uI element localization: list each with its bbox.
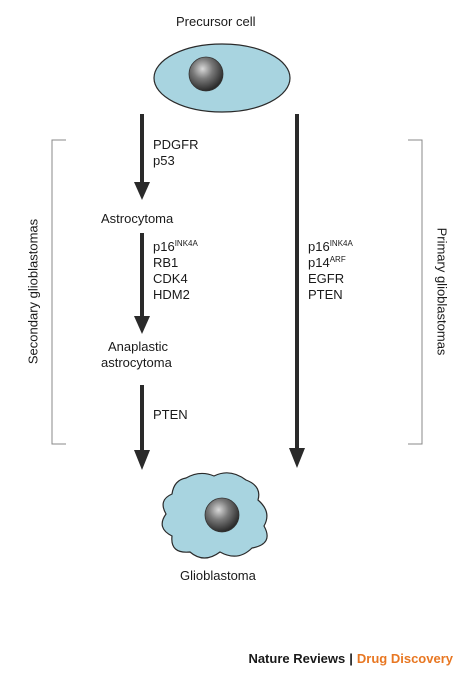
gene-list-step3: PTEN [153, 407, 188, 423]
glioblastoma-label: Glioblastoma [180, 568, 256, 583]
astrocytoma-label: Astrocytoma [101, 211, 174, 226]
secondary-glioblastomas-label: Secondary glioblastomas [25, 218, 41, 365]
journal-name: Nature Reviews [248, 651, 346, 666]
secondary-bracket [51, 139, 66, 445]
credit-separator: | [349, 651, 353, 666]
anaplastic-label-line2: astrocytoma [101, 355, 172, 370]
gene-list-primary: p16INK4A p14ARF EGFR PTEN [308, 239, 353, 303]
primary-bracket [408, 139, 423, 445]
precursor-cell-label: Precursor cell [176, 14, 256, 29]
gene-item: HDM2 [153, 287, 190, 302]
journal-section: Drug Discovery [356, 651, 453, 666]
gene-list-step2: p16INK4A RB1 CDK4 HDM2 [153, 239, 198, 303]
journal-credit: Nature Reviews|Drug Discovery [248, 651, 453, 666]
gene-item: PDGFR [153, 137, 199, 152]
arrow-astrocytoma-to-anaplastic [134, 233, 150, 334]
glioblastoma-cell-shape [161, 472, 268, 559]
gene-item-p14: p14ARF [308, 255, 346, 270]
precursor-cell-shape [153, 43, 291, 113]
arrow-primary-pathway [289, 114, 305, 468]
gene-item: RB1 [153, 255, 179, 270]
gene-item: EGFR [308, 271, 345, 286]
precursor-nucleus [188, 56, 224, 92]
gene-item-p16: p16INK4A [153, 239, 198, 254]
arrow-anaplastic-to-glioblastoma [134, 385, 150, 470]
gene-item: PTEN [308, 287, 343, 302]
arrow-precursor-to-astrocytoma [134, 114, 150, 200]
primary-glioblastomas-label: Primary glioblastomas [434, 227, 450, 356]
anaplastic-label-line1: Anaplastic [108, 339, 168, 354]
gene-item-p16: p16INK4A [308, 239, 353, 254]
gene-item: CDK4 [153, 271, 188, 286]
glioblastoma-nucleus [204, 497, 240, 533]
gene-list-step1: PDGFR p53 [153, 137, 199, 169]
gene-item: p53 [153, 153, 175, 168]
gene-item: PTEN [153, 407, 188, 422]
